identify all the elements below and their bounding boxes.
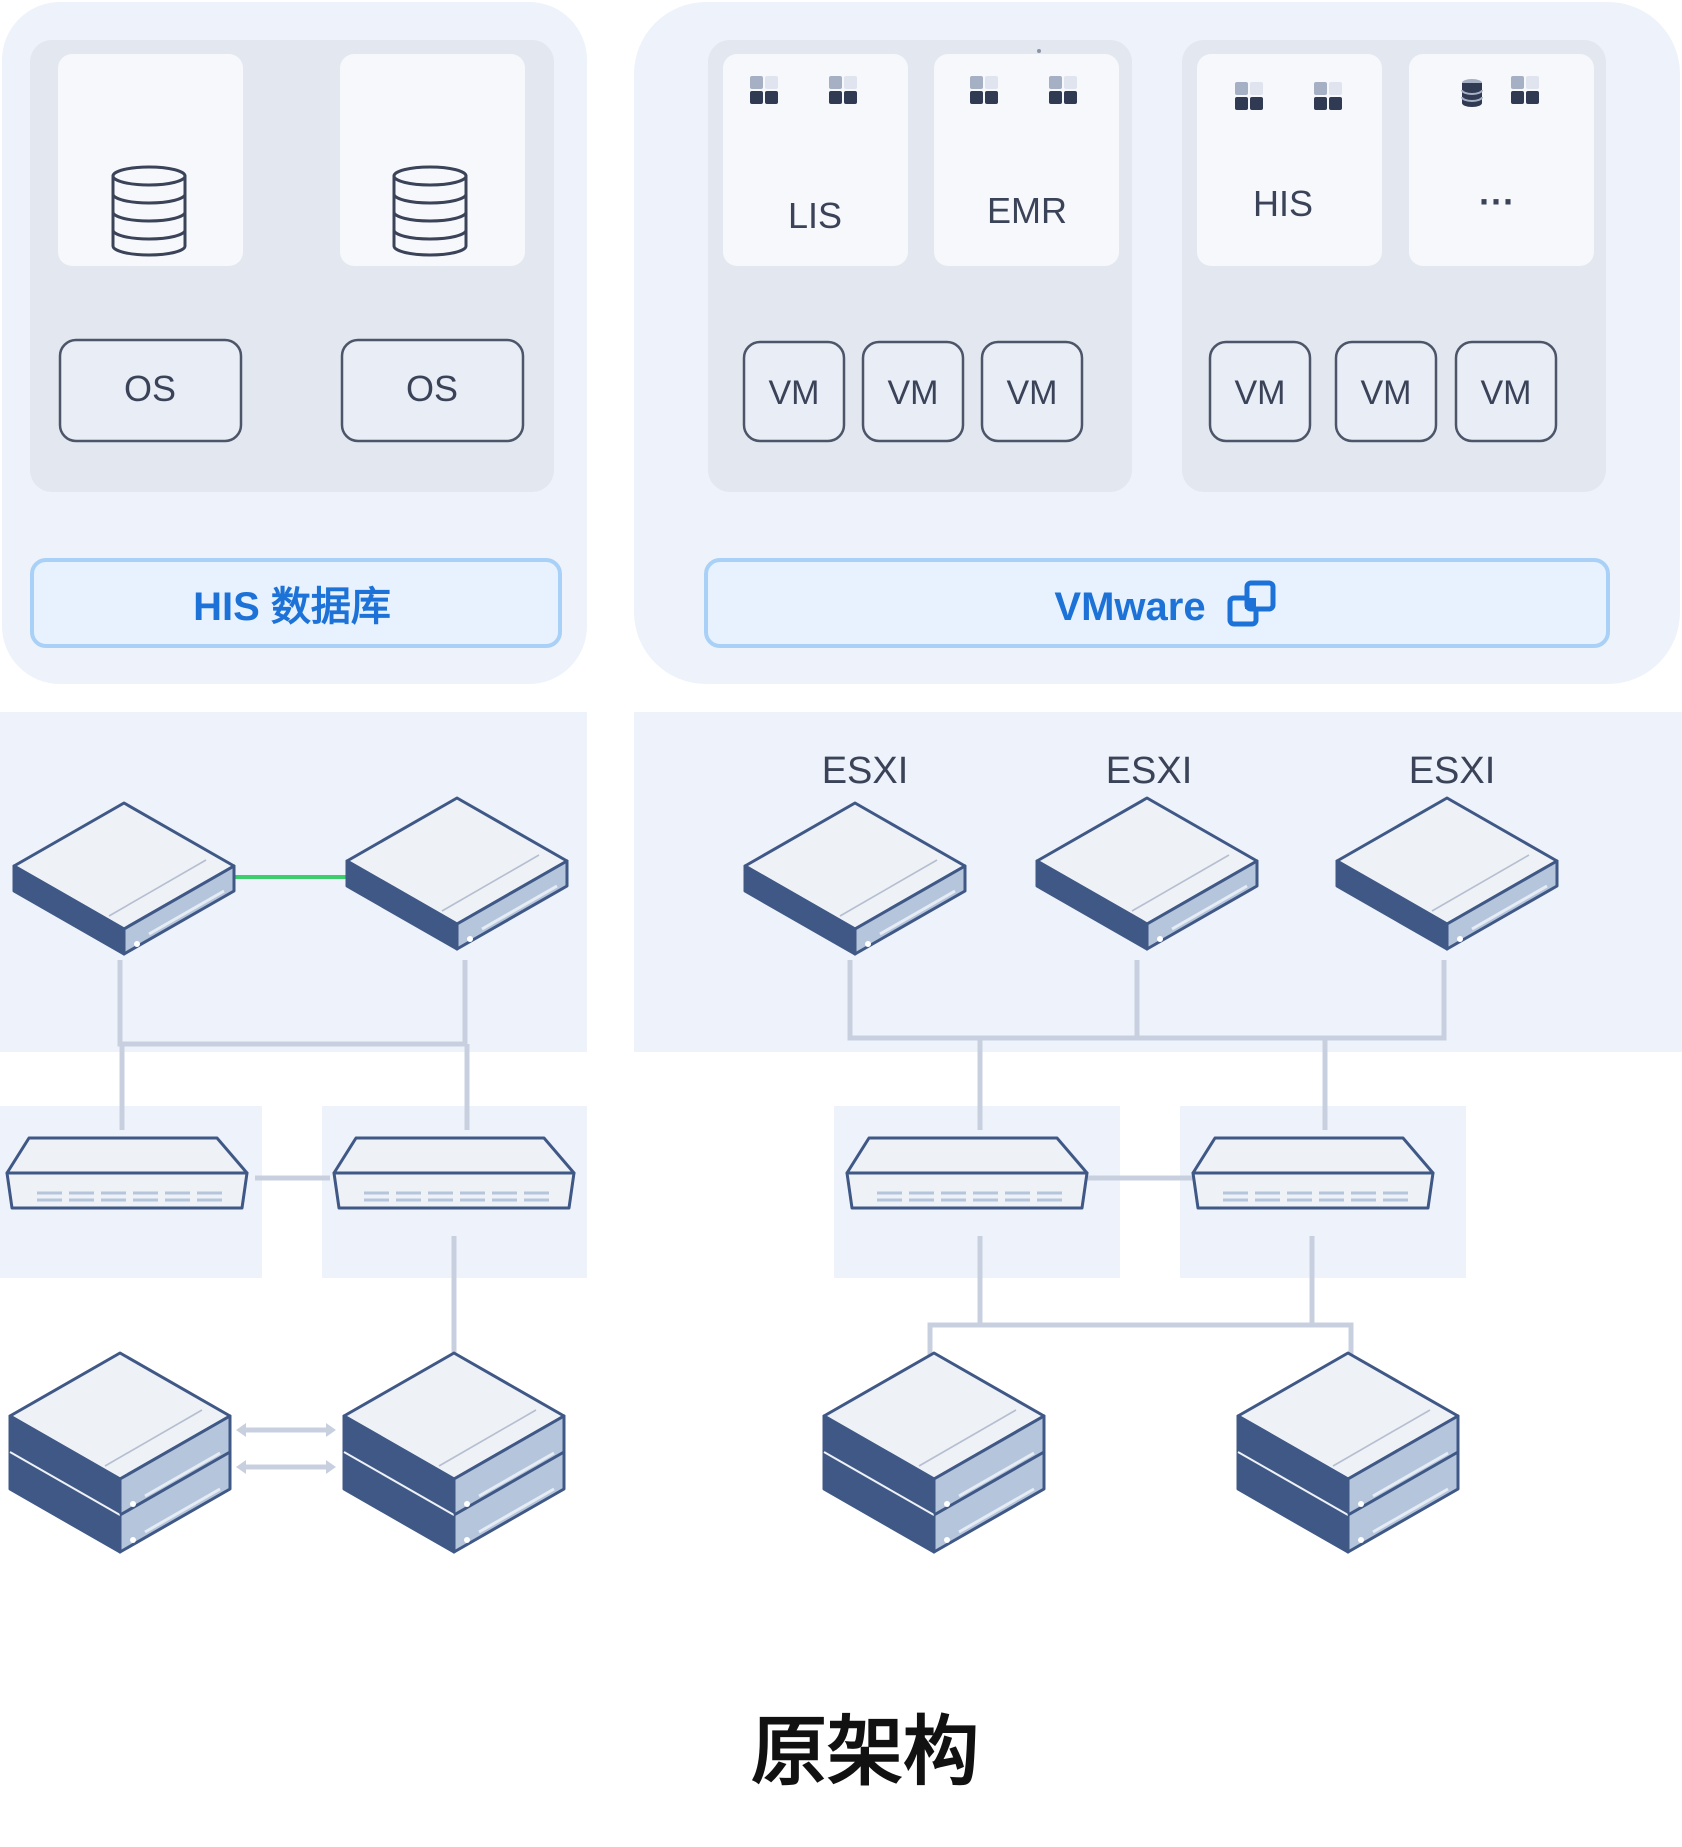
switch-icon <box>1191 1136 1435 1210</box>
vm-box <box>1208 340 1312 443</box>
vm-label: VM <box>1007 374 1058 412</box>
db-card-2 <box>340 54 525 266</box>
sync-arrows <box>236 1423 336 1474</box>
vm-box <box>1334 340 1438 443</box>
storage-icon <box>1236 1351 1460 1554</box>
his-db-label: HIS 数据库 <box>193 585 391 629</box>
switch-icon <box>332 1136 576 1210</box>
storage-icon <box>342 1351 566 1554</box>
dot-marker <box>1037 49 1041 53</box>
left-connection-lines <box>117 960 470 1470</box>
db-card-1 <box>58 54 243 266</box>
his-db-footer <box>30 558 562 648</box>
vm-box <box>861 340 965 443</box>
vmware-footer <box>704 558 1610 648</box>
switch-icon <box>5 1136 249 1210</box>
vm-label: VM <box>888 374 939 412</box>
app-label: ··· <box>1479 181 1515 222</box>
right-connection-lines <box>847 960 1447 1355</box>
app-label: EMR <box>987 190 1067 231</box>
esxi-label: ESXI <box>1409 750 1496 792</box>
app-card-more <box>1409 54 1594 266</box>
diagram-caption: 原架构 <box>751 1710 979 1795</box>
vm-box <box>980 340 1084 443</box>
app-card-emr <box>934 54 1119 266</box>
os-box-2 <box>340 338 525 443</box>
vm-label: VM <box>1235 374 1286 412</box>
vm-box <box>742 340 846 443</box>
os-label: OS <box>406 368 458 409</box>
vm-label: VM <box>769 374 820 412</box>
vm-label: VM <box>1481 374 1532 412</box>
app-card-lis <box>723 54 908 266</box>
app-label: LIS <box>788 195 842 236</box>
vmware-label: VMware <box>1054 585 1205 629</box>
app-card-his <box>1197 54 1382 266</box>
switch-icon <box>845 1136 1089 1210</box>
vm-label: VM <box>1361 374 1412 412</box>
os-label: OS <box>124 368 176 409</box>
esxi-label: ESXI <box>1106 750 1193 792</box>
esxi-label: ESXI <box>822 750 909 792</box>
storage-icon <box>8 1351 232 1554</box>
vm-box <box>1454 340 1558 443</box>
os-box-1 <box>58 338 243 443</box>
app-label: HIS <box>1253 183 1313 224</box>
storage-icon <box>822 1351 1046 1554</box>
vmware-logo-icon <box>1227 580 1276 627</box>
mini-db-icon <box>1461 78 1483 108</box>
